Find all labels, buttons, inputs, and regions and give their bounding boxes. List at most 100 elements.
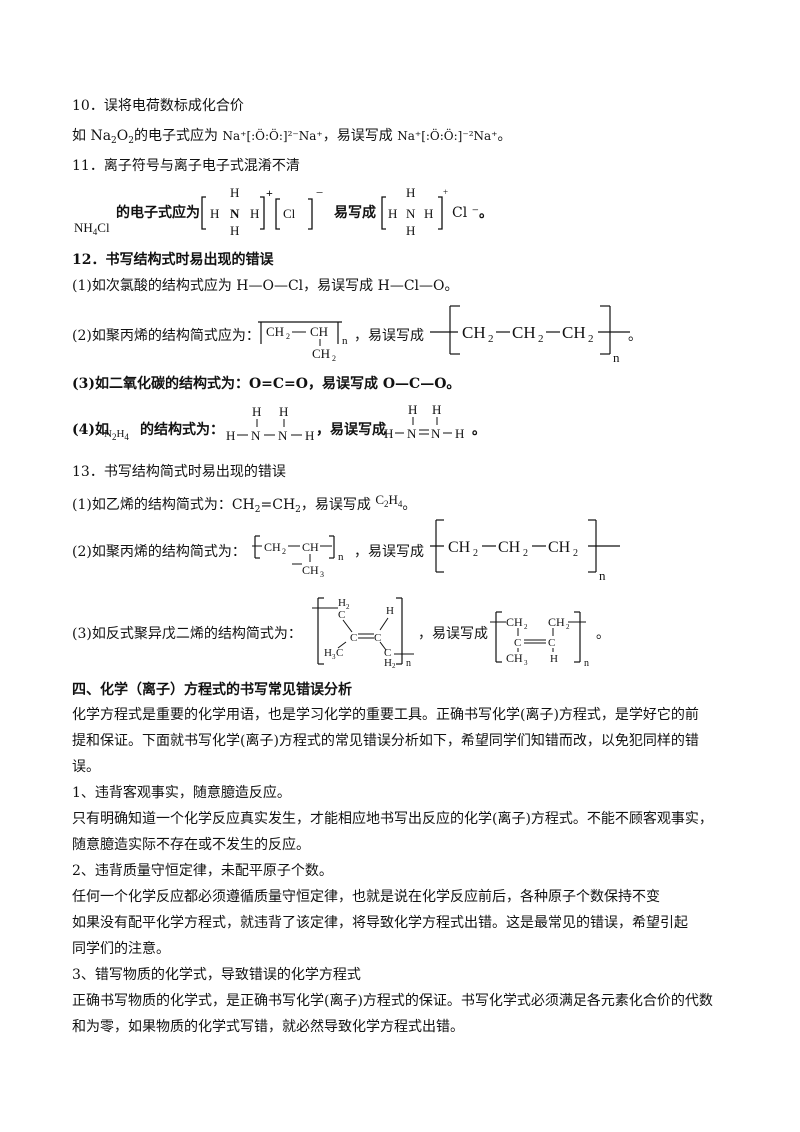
group-ch2: CH: [266, 324, 284, 339]
charge-minus: −: [316, 185, 323, 200]
nh4cl-label: NH4Cl: [74, 220, 110, 237]
atom-h: H: [252, 404, 261, 419]
subscript: 2: [392, 662, 396, 668]
subscript-n: n: [342, 335, 348, 347]
text: 如 Na: [72, 128, 112, 144]
atom-h: H: [388, 206, 397, 221]
s13-line3-end: 。: [596, 626, 610, 642]
s12-line1: (1)如次氯酸的结构式应为 H—O—Cl，易误写成 H—Cl—O。: [72, 278, 459, 294]
subscript: 3: [524, 659, 528, 667]
s11-cl-minus: Cl ⁻。: [452, 203, 493, 223]
text: ，易误写成: [300, 497, 371, 513]
polyethylene-wrong-2: CH 2 CH 2 CH 2 n: [430, 519, 620, 582]
atom-n: N: [406, 206, 416, 221]
atom-h: H: [408, 402, 417, 417]
atom-h: H: [455, 426, 464, 441]
text: NH: [74, 220, 93, 235]
charge-plus: +: [443, 187, 448, 197]
subscript: 2: [111, 432, 117, 442]
subscript: 2: [573, 548, 578, 559]
s11-wrong-label: 易写成: [334, 205, 376, 221]
subscript: 2: [566, 623, 570, 631]
n2h4-correct: H H H N N H: [226, 404, 314, 443]
text: C: [375, 492, 385, 507]
atom-h: H: [230, 185, 239, 200]
text: Cl: [97, 220, 110, 235]
subscript: 2: [488, 333, 494, 345]
na2o2-wrong-formula: Na⁺[:Ö:Ö:]⁻²Na⁺: [397, 129, 498, 143]
subscript: 2: [282, 547, 286, 556]
group-ch2: CH: [506, 615, 523, 629]
atom-h: H: [210, 206, 219, 221]
group-ch2: CH: [448, 539, 471, 556]
group-ch2: CH: [462, 323, 486, 342]
atom-c: C: [336, 647, 343, 659]
subscript: 2: [346, 603, 350, 611]
subscript: 2: [332, 354, 336, 363]
atom-n: N: [407, 426, 417, 441]
atom-h: H: [384, 657, 392, 668]
group-ch: CH: [310, 324, 328, 339]
s12-line2-mid: ，易误写成: [354, 328, 424, 344]
s12-line3: (3)如二氧化碳的结构式为：O=C=O，易误写成 O—C—O。: [72, 376, 461, 392]
atom-h: H: [550, 653, 558, 665]
atom-h: H: [226, 428, 235, 443]
trans-polyisoprene-correct: H 2 C C C H 3 C H C H 2 n: [312, 597, 414, 668]
heading-10: 10．误将电荷数标成化合价: [72, 98, 244, 114]
atom-h: H: [406, 223, 415, 237]
atom-h: H: [338, 597, 346, 609]
s13-line1: (1)如乙烯的结构简式为：CH2=CH2，易误写成 C2H4。: [72, 490, 416, 520]
atom-c: C: [548, 637, 555, 649]
paragraph-line: 正确书写物质的化学式，是正确书写化学(离子)方程式的保证。书写化学式必须满足各元…: [72, 993, 713, 1009]
s13-line3-pre: (3)如反式聚异戊二烯的结构简式为：: [72, 626, 302, 642]
group-ch3: CH: [312, 346, 330, 361]
subscript: 2: [523, 548, 528, 559]
heading-11: 11．离子符号与离子电子式混淆不清: [72, 158, 300, 174]
subscript: 2: [473, 548, 478, 559]
nh4-electron-formula: H H N H H + Cl −: [201, 185, 323, 237]
atom-n: N: [251, 428, 261, 443]
group-ch2: CH: [548, 615, 565, 629]
n2h4-label: N2H4: [104, 428, 129, 442]
text: Cl ⁻: [452, 205, 480, 221]
group-ch3: CH: [302, 563, 319, 577]
subscript-n: n: [584, 658, 589, 668]
text: 。: [402, 497, 417, 513]
text: 。: [497, 128, 512, 144]
subscript-n: n: [338, 551, 344, 563]
group-ch2: CH: [264, 540, 281, 554]
subscript: 4: [397, 499, 403, 509]
group-ch: CH: [302, 540, 319, 554]
atom-h3c: H: [324, 647, 332, 659]
text: 。: [479, 205, 494, 221]
subscript: 2: [524, 623, 528, 631]
atom-n: N: [230, 206, 240, 221]
heading-section-4: 四、化学（离子）方程式的书写常见错误分析: [72, 682, 352, 698]
atom-c: C: [350, 632, 357, 644]
subscript: 2: [295, 505, 301, 515]
text: (1)如乙烯的结构简式为：CH: [72, 497, 255, 513]
atom-h: H: [279, 404, 288, 419]
subscript: 2: [384, 499, 389, 509]
text: =CH: [260, 497, 296, 513]
na2o2-correct-formula: Na⁺[:Ö:Ö:]²⁻Na⁺: [222, 129, 323, 143]
subscript: 2: [111, 136, 117, 146]
atom-n: N: [431, 426, 441, 441]
subheading-3: 3、错写物质的化学式，导致错误的化学方程式: [72, 967, 361, 983]
atom-h: H: [432, 402, 441, 417]
atom-h: H: [406, 185, 415, 200]
atom-h: H: [424, 206, 433, 221]
paragraph-line: 提和保证。下面就书写化学(离子)方程式的常见错误分析如下，希望同学们知错而改，以…: [72, 733, 699, 749]
subheading-2: 2、违背质量守恒定律，未配平原子个数。: [72, 863, 333, 879]
s13-line2-mid: ，易误写成: [354, 544, 424, 560]
paragraph-line: 只有明确知道一个化学反应真实发生，才能相应地书写出反应的化学(离子)方程式。不能…: [72, 811, 713, 827]
paragraph-line: 如果没有配平化学方程式，就违背了该定律，将导致化学方程式出错。这是最常见的错误，…: [72, 915, 688, 931]
s11-mid: 的电子式应为: [116, 205, 200, 221]
text: 的电子式应为: [134, 128, 218, 144]
atom-c: C: [514, 637, 521, 649]
group-ch2: CH: [562, 323, 586, 342]
paragraph-line: 任何一个化学反应都必须遵循质量守恒定律，也就是说在化学反应前后，各种原子个数保持…: [72, 889, 660, 905]
subscript: 2: [538, 333, 544, 345]
subscript: 4: [124, 432, 129, 442]
subscript: 2: [286, 332, 290, 341]
